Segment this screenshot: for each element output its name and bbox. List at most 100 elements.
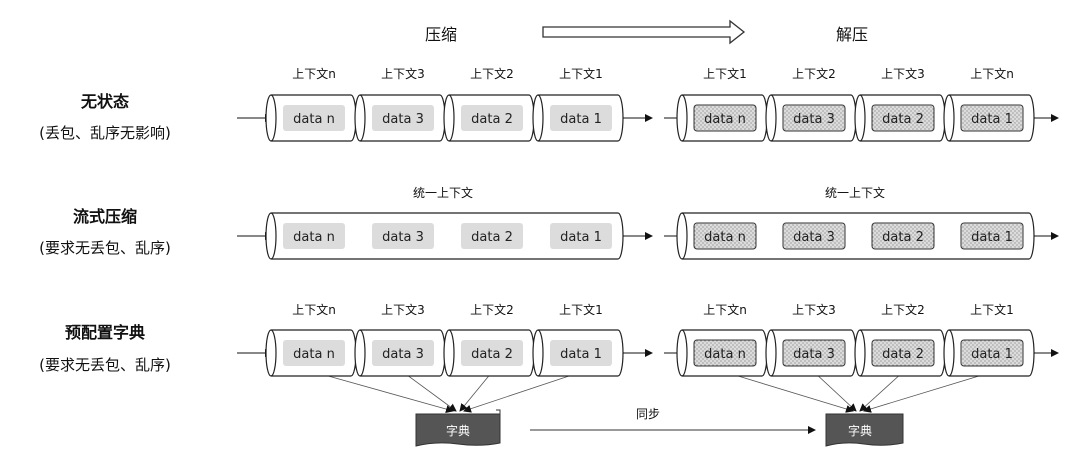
row-subtitle-streaming: (要求无丢包、乱序) (39, 239, 171, 257)
pipe-segment-end (681, 212, 688, 260)
data-box (550, 223, 612, 249)
dictionary-links-left (313, 371, 582, 413)
data-box (461, 340, 523, 366)
context-label: 上下文1 (559, 302, 603, 317)
pipe-segment-end (681, 94, 688, 142)
data-label: data 3 (793, 230, 835, 245)
decompressed-data-box (960, 222, 1024, 250)
data-box (283, 340, 345, 366)
data-label: data n (293, 347, 335, 362)
data-label: data n (293, 112, 335, 127)
data-box (550, 340, 612, 366)
decompress-heading: 解压 (836, 25, 868, 44)
context-label: 上下文3 (792, 302, 836, 317)
sync-label: 同步 (636, 407, 660, 421)
shared-context-label-left: 统一上下文 (413, 185, 473, 200)
row-title-stateless: 无状态 (80, 92, 129, 111)
pipe-segment-end (359, 329, 366, 377)
row-title-streaming: 流式压缩 (73, 207, 137, 226)
data-label: data 2 (882, 347, 924, 362)
data-label: data 3 (382, 347, 424, 362)
pipe-segment-end (537, 94, 544, 142)
data-box (283, 223, 345, 249)
decompressed-data-box (871, 222, 935, 250)
data-label: data n (704, 112, 746, 127)
dictionary-links-right (724, 371, 993, 413)
data-label: data 1 (560, 347, 602, 362)
decompressed-data-box (871, 339, 935, 367)
row-subtitle-dictionary: (要求无丢包、乱序) (39, 356, 171, 374)
data-label: data 1 (560, 230, 602, 245)
data-label: data 2 (471, 112, 513, 127)
pipe-segment-end (681, 329, 688, 377)
data-box (372, 105, 434, 131)
dictionary-left-label: 字典 (446, 423, 470, 438)
decompressed-data-box (782, 339, 846, 367)
context-label: 上下文2 (470, 66, 514, 81)
decompressed-data-box (960, 339, 1024, 367)
data-label: data 3 (793, 112, 835, 127)
pipeline-layer: data n 上下文n data 3 上下文3 data 2 上下文2 data 1 上下文1… (237, 66, 1059, 377)
pipe-segment (676, 212, 1035, 260)
direction-arrow (542, 19, 746, 45)
shared-context-label-right: 统一上下文 (825, 185, 885, 200)
data-label: data n (293, 230, 335, 245)
context-label: 上下文2 (881, 302, 925, 317)
pipe-segment-end (359, 94, 366, 142)
data-box (283, 105, 345, 131)
dictionary-right-label: 字典 (848, 423, 872, 438)
data-box (461, 105, 523, 131)
dictionary-left: 字典 (415, 409, 501, 447)
context-label: 上下文3 (381, 302, 425, 317)
pipe-segment-end (448, 94, 455, 142)
context-label: 上下文n (292, 66, 336, 81)
data-box (372, 340, 434, 366)
context-label: 上下文3 (881, 66, 925, 81)
data-box (461, 223, 523, 249)
decompressed-data-box (693, 339, 757, 367)
decompressed-data-box (693, 222, 757, 250)
data-label: data 1 (560, 112, 602, 127)
data-label: data 2 (471, 230, 513, 245)
context-label: 上下文3 (381, 66, 425, 81)
row-title-dictionary: 预配置字典 (65, 323, 145, 342)
context-label: 上下文n (970, 66, 1014, 81)
decompressed-data-box (693, 104, 757, 132)
pipe-segment-end (270, 329, 277, 377)
decompressed-data-box (782, 104, 846, 132)
context-label: 上下文2 (792, 66, 836, 81)
data-label: data n (704, 230, 746, 245)
decompressed-data-box (782, 222, 846, 250)
context-label: 上下文2 (470, 302, 514, 317)
context-label: 上下文n (703, 302, 747, 317)
pipe-segment-end (859, 94, 866, 142)
pipe-segment-end (270, 94, 277, 142)
context-label: 上下文1 (703, 66, 747, 81)
data-box (372, 223, 434, 249)
pipe-segment-end (948, 94, 955, 142)
pipe-segment-end (770, 329, 777, 377)
data-label: data 1 (971, 112, 1013, 127)
data-box (550, 105, 612, 131)
data-label: data 2 (882, 112, 924, 127)
context-label: 上下文1 (559, 66, 603, 81)
pipe-segment-end (859, 329, 866, 377)
data-label: data 1 (971, 347, 1013, 362)
data-label: data n (704, 347, 746, 362)
pipe-segment-end (770, 94, 777, 142)
data-label: data 2 (471, 347, 513, 362)
context-label: 上下文n (292, 302, 336, 317)
data-label: data 3 (382, 230, 424, 245)
pipe-segment-end (537, 329, 544, 377)
dictionary-right: 字典 (825, 413, 904, 447)
decompressed-data-box (871, 104, 935, 132)
pipe-segment (265, 212, 624, 260)
data-label: data 3 (793, 347, 835, 362)
data-label: data 2 (882, 230, 924, 245)
data-label: data 3 (382, 112, 424, 127)
pipe-segment-end (270, 212, 277, 260)
pipe-segment-end (448, 329, 455, 377)
row-subtitle-stateless: (丢包、乱序无影响) (39, 124, 171, 142)
compress-heading: 压缩 (425, 25, 457, 44)
